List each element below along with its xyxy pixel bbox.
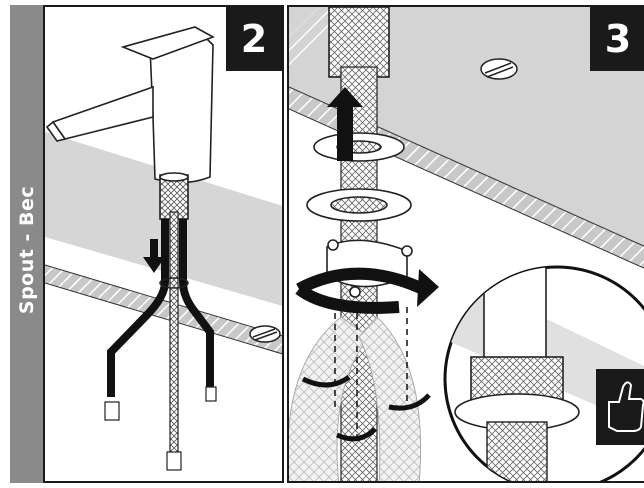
side-tab: [10, 5, 44, 483]
drain-hole: [480, 58, 518, 80]
faucet: [45, 26, 215, 220]
mounting-ring: [159, 277, 189, 289]
side-label: Spout - Bec: [16, 185, 38, 315]
drain-hole: [249, 325, 281, 343]
down-arrow-icon: [143, 239, 165, 273]
step-2-illustration: [45, 26, 282, 471]
step-number-badge: 3: [590, 7, 644, 71]
thumbs-up-icon: [596, 369, 644, 445]
step-panel-2: 2: [43, 5, 284, 483]
threaded-shank: [328, 7, 390, 78]
step-3-illustration: [289, 7, 644, 481]
step-panel-3: 3: [287, 5, 644, 483]
supply-hoses: [104, 211, 217, 471]
zoom-detail: [443, 265, 644, 481]
supply-hose-left: [289, 316, 370, 481]
guide-lines: [334, 302, 408, 437]
supply-hose-right: [358, 316, 422, 481]
small-rotate-arrows: [301, 374, 431, 442]
rotate-arrow-icon: [295, 267, 439, 314]
step-number-badge: 2: [226, 7, 282, 71]
up-arrow-icon: [327, 87, 363, 161]
